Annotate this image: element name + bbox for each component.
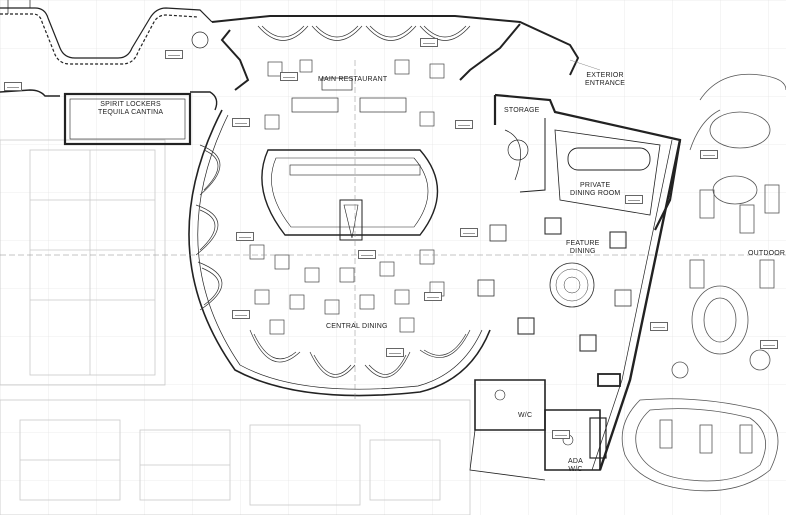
exterior-label-line2: ENTRANCE: [585, 80, 626, 88]
main-restaurant-label: MAIN RESTAURANT: [318, 76, 388, 83]
feature-label-line1: FEATURE: [566, 240, 600, 247]
private-label-line2: DINING ROOM: [570, 190, 621, 198]
top-planter: [0, 0, 213, 65]
annotation-tag: [552, 430, 570, 439]
annotation-tag: [165, 50, 183, 59]
annotation-tag: [4, 82, 22, 91]
exterior-wall: [591, 139, 682, 471]
storage-label: STORAGE: [504, 107, 540, 114]
annotation-tag: [232, 118, 250, 127]
ada-wc-label: ADA W/C: [568, 458, 583, 474]
main-restaurant-booths: [257, 25, 471, 113]
wc-label: W/C: [518, 412, 533, 419]
exterior-entrance-label: EXTERIOR ENTRANCE: [585, 72, 625, 88]
spirit-label-line1: SPIRIT LOCKERS: [100, 101, 161, 108]
annotation-tag: [358, 250, 376, 259]
annotation-leaders: [0, 59, 786, 400]
ada-label-line1: ADA: [568, 458, 583, 465]
annotation-tag: [760, 340, 778, 349]
spirit-lockers-label: SPIRIT LOCKERS TEQUILA CANTINA: [98, 101, 163, 117]
annotation-tag: [420, 38, 438, 47]
central-dining-label: CENTRAL DINING: [326, 323, 388, 330]
back-of-house-area: [0, 139, 471, 515]
outdoor-label: OUTDOOR P: [748, 250, 786, 257]
annotation-tag: [232, 310, 250, 319]
central-dining-rotunda: [188, 109, 491, 397]
spirit-label-line2: TEQUILA CANTINA: [98, 109, 164, 117]
spirit-lockers-room: [0, 89, 218, 146]
annotation-tag: [424, 292, 442, 301]
central-dining-tables: [249, 244, 445, 335]
annotation-tag: [650, 322, 668, 331]
rotunda-booths: [195, 144, 471, 378]
annotation-tag: [460, 228, 478, 237]
private-dining-walls: [493, 93, 682, 231]
exterior-label-line1: EXTERIOR: [586, 72, 624, 79]
outdoor-patio: [621, 73, 786, 492]
private-label-line1: PRIVATE: [580, 182, 611, 189]
annotation-tag: [700, 150, 718, 159]
annotation-tag: [625, 195, 643, 204]
feature-label-line2: DINING: [569, 248, 596, 256]
feature-dining-area: [477, 217, 632, 352]
annotation-tag: [280, 72, 298, 81]
annotation-tag: [236, 232, 254, 241]
main-restaurant-walls: [211, 15, 580, 91]
private-dining-label: PRIVATE DINING ROOM: [570, 182, 620, 198]
annotation-tag: [386, 348, 404, 357]
annotation-tag: [455, 120, 473, 129]
feature-dining-label: FEATURE DINING: [566, 240, 600, 256]
main-restaurant-tables: [264, 59, 445, 130]
ada-label-line2: W/C: [568, 466, 583, 474]
restrooms: [469, 379, 607, 481]
